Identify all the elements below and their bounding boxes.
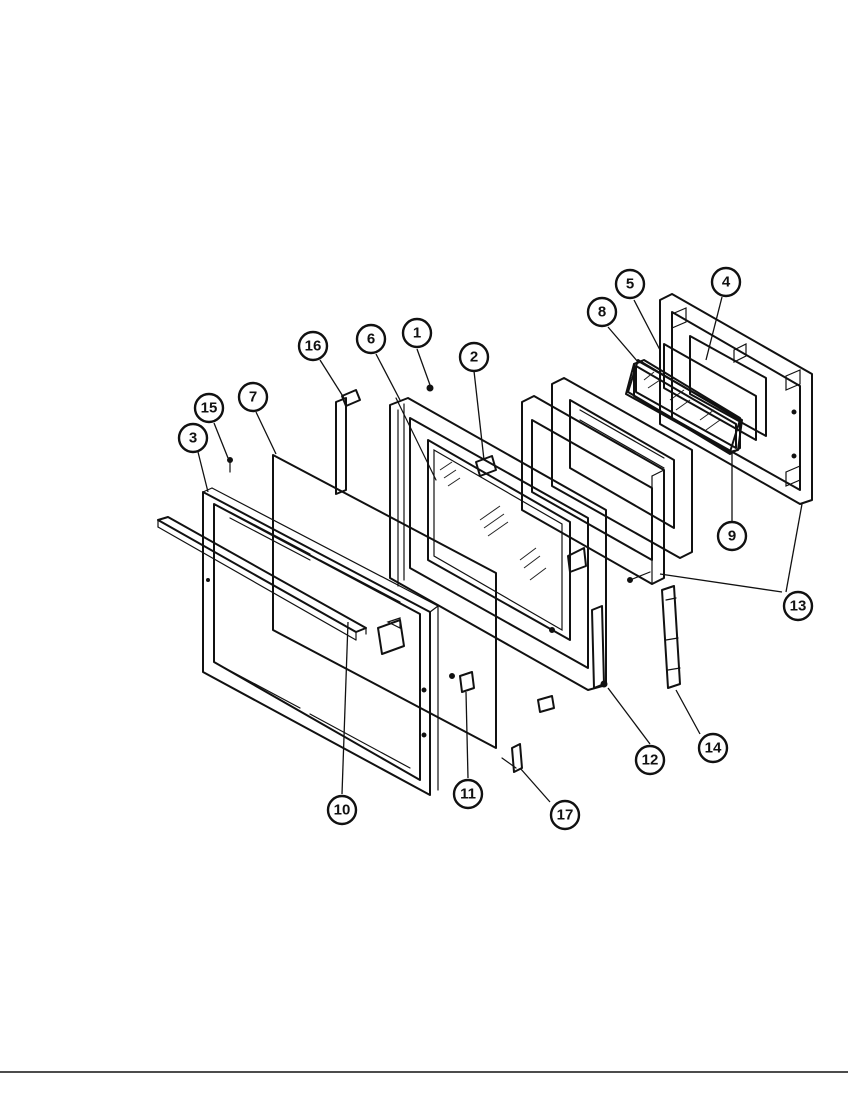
part-outer-door-frame <box>202 487 439 796</box>
callout-14: 14 <box>697 732 729 764</box>
callout-label: 10 <box>334 802 351 819</box>
part-inner-door <box>389 384 607 691</box>
callout-5: 5 <box>614 268 646 300</box>
callout-4: 4 <box>710 266 742 298</box>
callout-13: 13 <box>782 590 814 622</box>
callout-label: 16 <box>305 338 322 355</box>
callout-10: 10 <box>326 794 358 826</box>
callout-label: 3 <box>189 430 197 447</box>
callout-7: 7 <box>237 381 269 413</box>
part-window-frame-panel <box>521 395 665 585</box>
callout-12: 12 <box>634 744 666 776</box>
callout-label: 2 <box>470 349 478 366</box>
callout-label: 12 <box>642 752 659 769</box>
part-inner-glass <box>663 335 767 441</box>
callout-label: 14 <box>705 740 722 757</box>
callout-6: 6 <box>355 323 387 355</box>
callout-16: 16 <box>297 330 329 362</box>
part-glass-pane <box>625 359 743 455</box>
callout-label: 17 <box>557 807 574 824</box>
callout-15: 15 <box>193 392 225 424</box>
callout-label: 9 <box>728 528 736 545</box>
part-back-liner <box>659 293 813 505</box>
callout-label: 7 <box>249 389 257 406</box>
callout-label: 13 <box>790 598 807 615</box>
part-hinge-bracket <box>537 680 608 713</box>
callout-8: 8 <box>586 296 618 328</box>
callout-label: 8 <box>598 304 606 321</box>
part-inner-liner <box>551 377 693 583</box>
callout-1: 1 <box>401 317 433 349</box>
callout-17: 17 <box>549 799 581 831</box>
part-bottom-clip <box>501 743 523 773</box>
callout-label: 5 <box>626 276 634 293</box>
part-insulation-panel <box>272 454 497 749</box>
part-side-bracket <box>661 585 681 689</box>
callout-label: 15 <box>201 400 218 417</box>
part-handle-bar <box>157 516 367 641</box>
part-hinge-strip <box>335 389 361 495</box>
callout-11: 11 <box>452 778 484 810</box>
callout-label: 4 <box>722 274 731 291</box>
callout-9: 9 <box>716 520 748 552</box>
callout-3: 3 <box>177 422 209 454</box>
part-screw <box>227 457 233 473</box>
callout-label: 6 <box>367 331 375 348</box>
leader-lines <box>197 296 803 803</box>
callout-label: 1 <box>413 325 421 342</box>
part-clip <box>377 617 475 693</box>
callout-2: 2 <box>458 341 490 373</box>
callout-label: 11 <box>460 786 476 803</box>
